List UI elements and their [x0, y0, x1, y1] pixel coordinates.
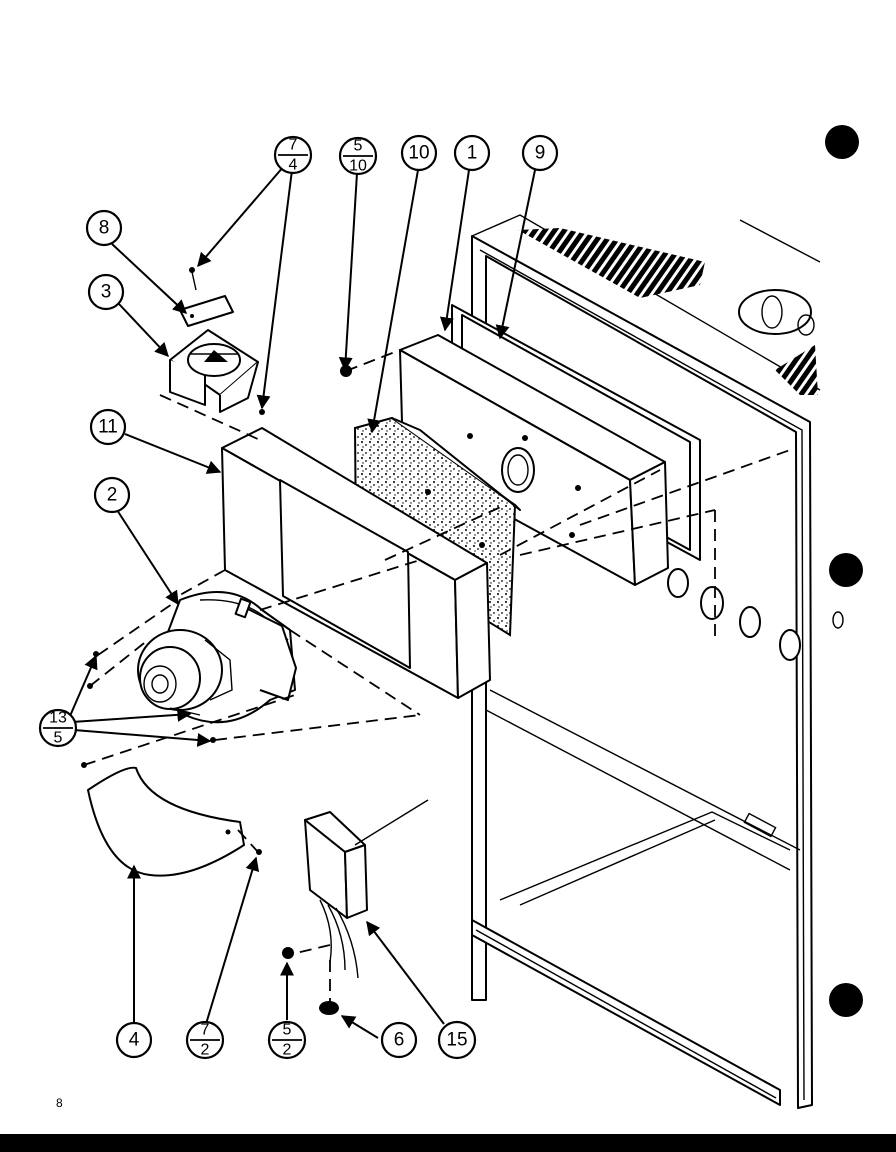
callout-9: 9	[521, 134, 559, 172]
louver-vent	[775, 345, 818, 395]
cabinet-knockout	[779, 629, 801, 661]
screw	[210, 737, 216, 743]
leader-lines	[69, 165, 536, 1039]
collector-box	[399, 334, 669, 586]
svg-text:4: 4	[129, 1030, 140, 1051]
svg-text:3: 3	[101, 282, 112, 303]
callout-6: 6	[380, 1021, 418, 1059]
svg-text:5: 5	[283, 1022, 292, 1039]
cover-frame	[221, 427, 491, 699]
callout-3: 3	[87, 273, 125, 311]
cabinet-knockout	[832, 611, 844, 629]
callout-7-over-4: 7 4	[273, 135, 313, 175]
callout-11: 11	[89, 408, 127, 446]
svg-text:6: 6	[394, 1030, 405, 1051]
grommet	[319, 1001, 339, 1015]
callout-5-over-2: 5 2	[267, 1020, 307, 1060]
callout-5-over-10: 5 10	[338, 136, 378, 176]
louver-vent	[518, 228, 705, 298]
svg-text:5: 5	[354, 138, 363, 155]
callout-2: 2	[93, 476, 131, 514]
bracket	[179, 267, 234, 327]
svg-text:10: 10	[349, 158, 367, 175]
callout-7-over-2: 7 2	[185, 1020, 225, 1060]
svg-text:5: 5	[54, 730, 63, 747]
cabinet-knockout	[667, 568, 689, 598]
motor-cover	[169, 329, 259, 413]
callout-15: 15	[437, 1020, 477, 1060]
svg-text:13: 13	[49, 710, 67, 727]
callout-8: 8	[85, 209, 123, 247]
svg-text:1: 1	[467, 143, 478, 164]
registration-dot	[829, 553, 863, 587]
cabinet-knockout	[700, 586, 724, 620]
svg-text:7: 7	[289, 137, 298, 154]
callout-1: 1	[453, 134, 491, 172]
svg-text:2: 2	[201, 1042, 210, 1059]
page-number: 8	[56, 1096, 63, 1110]
cabinet-knockout	[739, 606, 761, 638]
callout-13-over-5: 13 5	[38, 708, 78, 748]
svg-text:10: 10	[408, 143, 429, 164]
callout-10: 10	[400, 134, 438, 172]
bottom-border	[0, 1134, 896, 1152]
svg-text:15: 15	[446, 1030, 467, 1051]
svg-text:4: 4	[289, 157, 298, 174]
cabinet-opening	[738, 289, 812, 335]
svg-text:2: 2	[283, 1042, 292, 1059]
svg-text:7: 7	[201, 1022, 210, 1039]
control-box	[304, 799, 429, 979]
furnace-cabinet	[471, 214, 844, 1109]
inducer-blower-assembly	[137, 591, 297, 724]
registration-dot	[829, 983, 863, 1017]
svg-text:2: 2	[107, 485, 118, 506]
svg-text:8: 8	[99, 218, 110, 239]
svg-text:11: 11	[98, 417, 118, 438]
alignment-lines	[83, 349, 791, 1005]
callout-4: 4	[115, 1021, 153, 1059]
screw	[259, 409, 265, 415]
registration-dot	[825, 125, 859, 159]
svg-text:9: 9	[535, 143, 546, 164]
screw	[282, 947, 294, 959]
blower-scroll-housing	[87, 766, 245, 877]
